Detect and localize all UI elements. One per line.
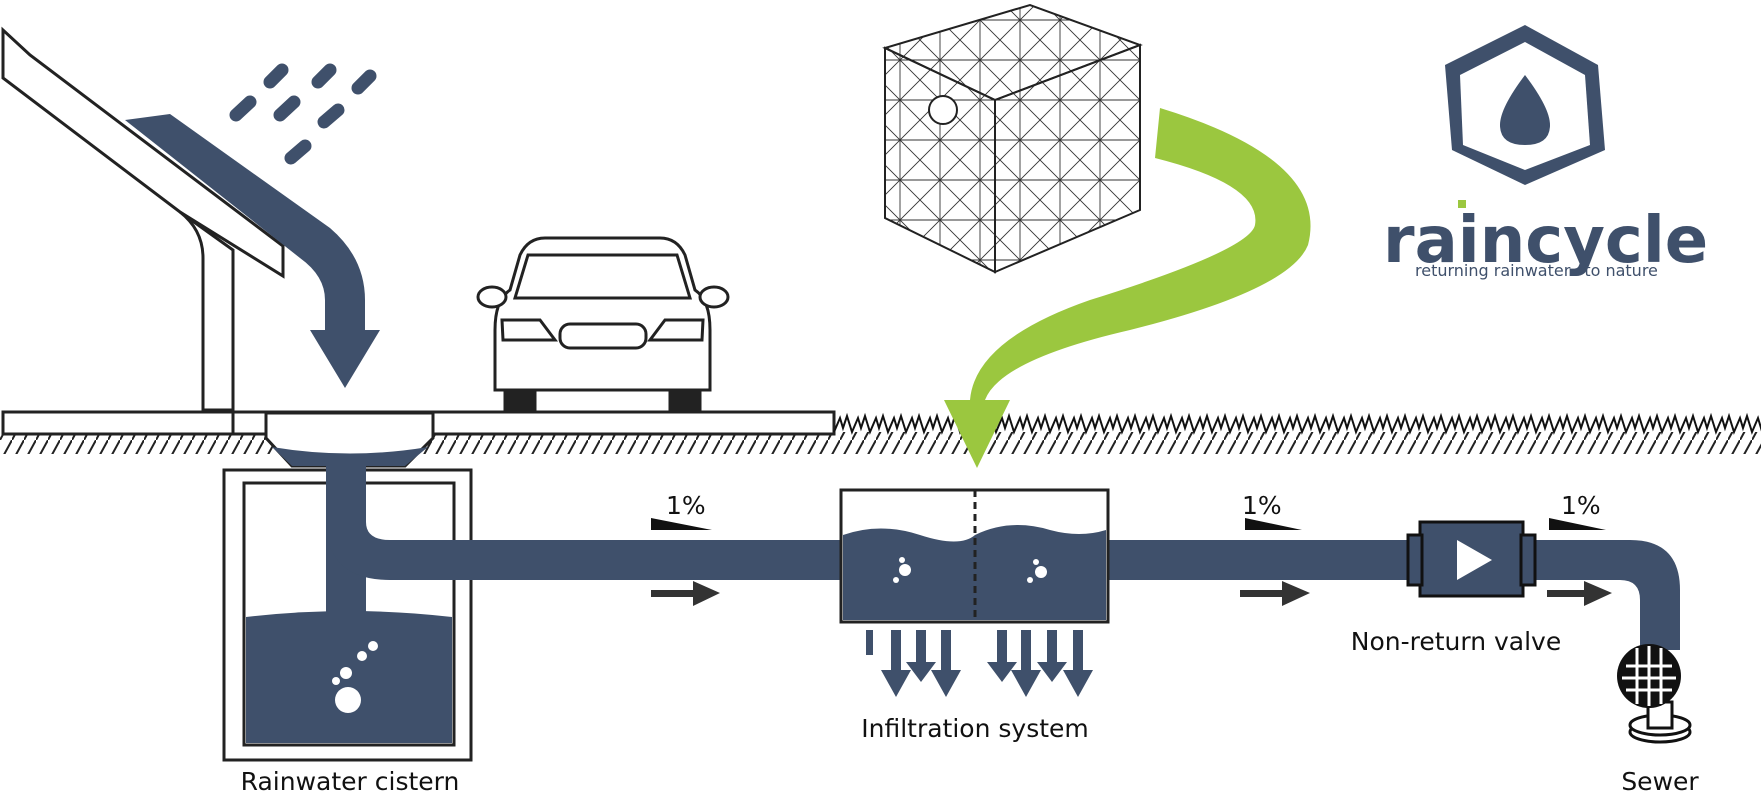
cistern (222, 411, 473, 762)
valve-icon (1406, 520, 1537, 598)
green-flow-arrow (944, 108, 1311, 468)
flow-arrow-icon (1240, 581, 1310, 606)
slope-label: 1% (1242, 491, 1282, 520)
flow-arrow-icon (1547, 581, 1612, 606)
sewer-grate-icon (1617, 644, 1692, 744)
sewer-label: Sewer (1621, 767, 1699, 796)
slope-markers: 1% 1% 1% (651, 491, 1606, 530)
ground (0, 410, 1761, 454)
main-pipe (326, 466, 1680, 650)
flow-arrow-icon (651, 581, 720, 606)
infiltration-arrows (866, 630, 1093, 697)
slope-label: 1% (666, 491, 706, 520)
valve-label: Non-return valve (1351, 627, 1562, 656)
cistern-label: Rainwater cistern (241, 767, 460, 796)
pavement-left (1, 410, 235, 436)
slope-label: 1% (1561, 491, 1601, 520)
car-icon (476, 236, 730, 414)
infiltration-box (839, 488, 1110, 624)
ground-hatch (0, 432, 1761, 454)
house-roof-icon (1, 26, 380, 412)
pavement-right (431, 410, 836, 436)
infiltration-crate-icon (882, 3, 1143, 274)
logo-word-rain: raincycle (1383, 204, 1708, 278)
water-drop-icon (1445, 25, 1605, 185)
rain-drops-icon (229, 63, 377, 165)
infiltration-label: Infiltration system (861, 714, 1089, 743)
flow-arrows (651, 581, 1612, 606)
